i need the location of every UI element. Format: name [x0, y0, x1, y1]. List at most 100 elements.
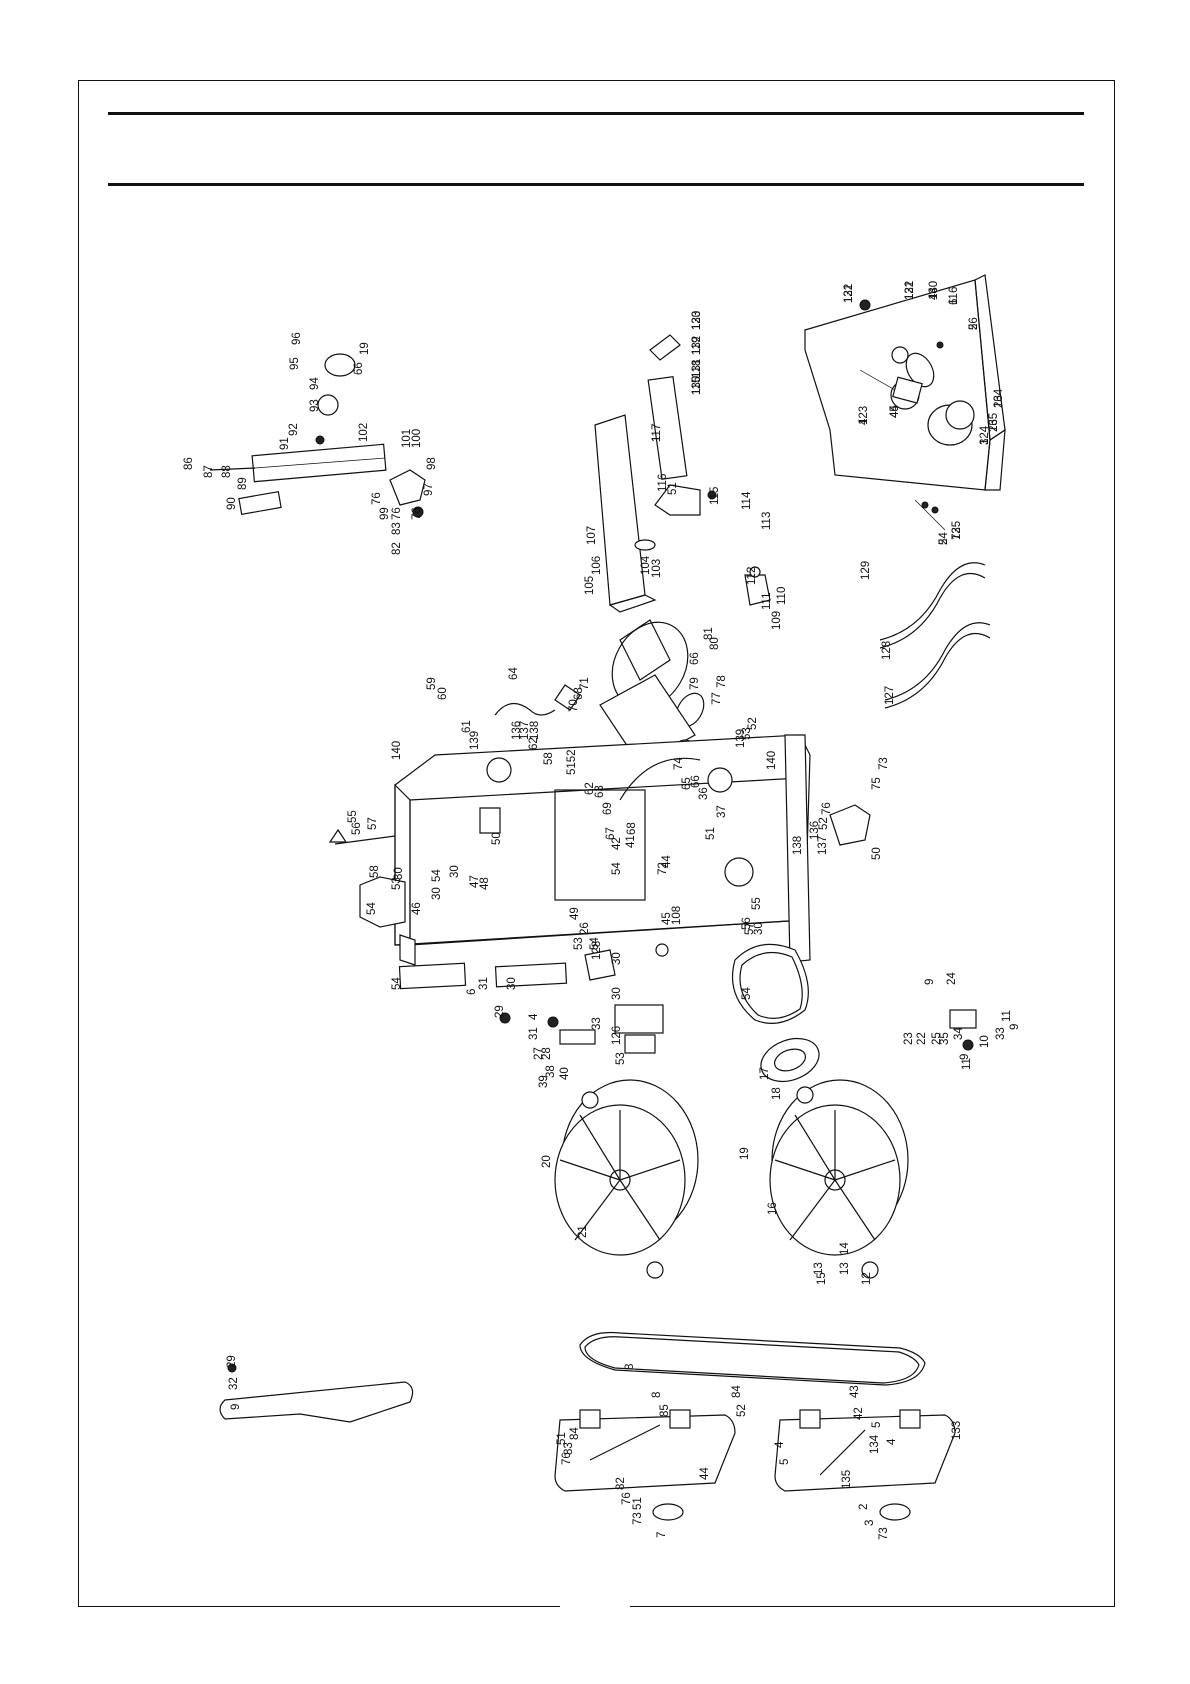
part-number-label: 13 [813, 1262, 825, 1275]
part-number-label: 51 [556, 1432, 568, 1445]
part-number-label: 29 [226, 1355, 238, 1368]
part-number-label: 30 [506, 977, 518, 990]
part-number-label: 134 [993, 388, 1005, 408]
part-number-label: 90 [226, 497, 238, 510]
part-number-label: 42 [611, 837, 623, 850]
part-number-label: 33 [995, 1027, 1007, 1040]
part-number-label: 50 [491, 832, 503, 845]
part-number-label: 82 [615, 1477, 627, 1490]
part-number-label: 53 [573, 937, 585, 950]
part-number-label: 138 [792, 836, 804, 855]
table-assembly [594, 334, 771, 613]
part-number-label: 16 [767, 1202, 779, 1215]
part-number-label: 79 [689, 677, 701, 690]
part-number-label: 94 [309, 377, 321, 390]
main-frame [328, 734, 871, 966]
part-number-label: 135 [988, 413, 1000, 432]
part-number-label: 7 [656, 1532, 668, 1538]
part-number-label: 134 [869, 1434, 881, 1454]
part-number-label: 56 [351, 822, 363, 835]
part-number-label: 50 [871, 847, 883, 860]
header-top-rule [108, 112, 1084, 115]
part-number-label: 38 [545, 1065, 557, 1078]
part-number-label: 127 [884, 686, 896, 705]
part-number-label: 97 [423, 483, 435, 496]
part-number-label: 103 [651, 559, 663, 578]
part-number-label: 80 [709, 637, 721, 650]
part-number-label: 49 [569, 907, 581, 920]
part-number-label: 20 [541, 1155, 553, 1168]
part-number-label: 76 [561, 1452, 573, 1465]
part-number-label: 18 [771, 1087, 783, 1100]
part-number-label: 57 [744, 922, 756, 935]
part-number-label: 48 [479, 877, 491, 890]
part-number-label: 139 [469, 731, 481, 750]
part-number-label: 115 [691, 377, 703, 395]
part-number-label: 128 [591, 941, 603, 960]
part-number-label: 10 [979, 1035, 991, 1048]
part-number-label: 137 [817, 836, 829, 855]
part-number-label: 136 [809, 821, 821, 840]
part-number-label: 96 [291, 332, 303, 345]
part-number-label: 82 [391, 542, 403, 555]
part-number-label: 121 [843, 284, 855, 303]
part-number-label: 118 [691, 360, 703, 378]
part-number-label: 105 [584, 576, 596, 595]
part-number-label: 73 [951, 527, 963, 540]
part-number-label: 9 [230, 1404, 242, 1410]
part-number-label: 131 [904, 281, 916, 300]
part-number-label: 76 [411, 507, 423, 520]
part-number-label: 81 [703, 627, 715, 640]
part-number-label: 30 [611, 987, 623, 1000]
part-number-label: 83 [391, 522, 403, 535]
part-number-label: 140 [766, 751, 778, 770]
part-number-label: 76 [371, 492, 383, 505]
part-number-label: 26 [988, 419, 1000, 432]
part-number-label: 130 [691, 376, 703, 395]
part-number-label: 104 [640, 555, 652, 575]
part-number-label: 9 [1009, 1024, 1021, 1030]
part-number-label: 54 [431, 869, 443, 882]
part-number-label: 44 [661, 855, 673, 868]
part-number-label: 4 [886, 1438, 898, 1445]
part-number-label: 74 [673, 757, 685, 770]
part-number-label: 133 [691, 311, 703, 330]
part-number-label: 31 [478, 977, 490, 990]
part-number-label: 43 [849, 1385, 861, 1398]
part-number-label: 57 [367, 817, 379, 830]
part-number-label: 19 [739, 1147, 751, 1160]
part-number-label: 22 [916, 1032, 928, 1045]
blade-guide-post [209, 353, 426, 518]
motor-mount-plate [804, 274, 1006, 531]
bracket-assembly [949, 1009, 977, 1051]
header-bottom-rule [108, 183, 1084, 186]
part-number-label: 63 [594, 785, 606, 798]
part-number-label: 17 [759, 1067, 771, 1080]
part-number-label: 65 [681, 777, 693, 790]
part-number-label: 95 [289, 357, 301, 370]
part-number-label: 35 [939, 1032, 951, 1045]
part-number-label: 106 [591, 556, 603, 575]
part-number-label: 42 [853, 1407, 865, 1420]
part-number-label: 15 [816, 1272, 828, 1285]
part-number-label: 109 [771, 611, 783, 630]
part-number-label: 47 [469, 875, 481, 888]
part-number-label: 54 [741, 987, 753, 1000]
part-number-label: 51 [632, 1497, 644, 1510]
part-number-label: 53 [615, 1052, 627, 1065]
part-number-label: 54 [391, 977, 403, 990]
part-number-label: 69 [602, 802, 614, 815]
part-number-label: 52 [818, 817, 830, 830]
part-number-label: 89 [237, 477, 249, 490]
part-number-label: 4 [858, 418, 870, 425]
part-number-label: 45 [661, 912, 673, 925]
part-number-label: 53 [741, 727, 753, 740]
part-number-label: 116 [657, 474, 669, 492]
part-number-label: 133 [951, 1421, 963, 1440]
part-number-label: 139 [735, 729, 747, 748]
part-number-label: 124 [979, 425, 991, 445]
part-number-label: 27 [533, 1047, 545, 1060]
part-number-label: 68 [626, 822, 638, 835]
part-number-label: 83 [563, 1442, 575, 1455]
lower-cover-right [774, 1409, 956, 1521]
